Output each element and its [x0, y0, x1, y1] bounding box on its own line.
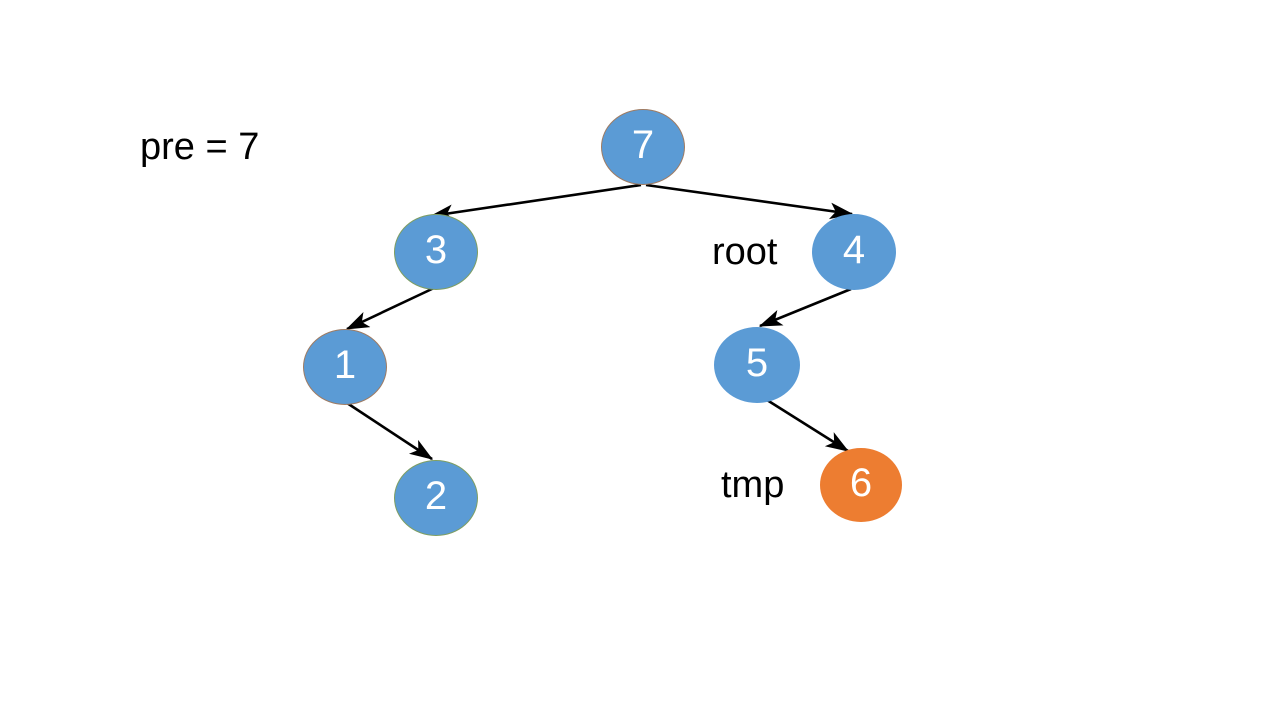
tree-node-6[interactable]: 6	[820, 448, 902, 522]
tree-edges	[345, 183, 854, 461]
tree-node-label: 5	[745, 341, 769, 385]
tree-node-label: 4	[842, 228, 866, 272]
tree-node-1[interactable]: 1	[303, 329, 387, 405]
tree-edge-5-to-6	[766, 398, 850, 453]
tmp-label: tmp	[721, 464, 785, 506]
tree-node-7[interactable]: 7	[601, 109, 685, 185]
pre-label: pre = 7	[140, 126, 260, 168]
tree-edge-1-to-2	[346, 401, 434, 461]
tree-node-label: 3	[424, 228, 448, 272]
tree-edge-7-to-4	[645, 183, 854, 220]
tree-edge-7-to-3	[429, 183, 642, 222]
tree-node-label: 1	[333, 343, 357, 387]
tree-node-2[interactable]: 2	[394, 460, 478, 536]
tree-edge-3-to-1	[345, 286, 435, 331]
tree-node-label: 2	[424, 474, 448, 518]
tree-node-4[interactable]: 4	[812, 214, 896, 290]
tree-node-label: 6	[849, 461, 873, 505]
tree-node-label: 7	[631, 123, 655, 167]
tree-node-5[interactable]: 5	[714, 327, 800, 403]
tree-edge-4-to-5	[758, 287, 852, 328]
root-label: root	[712, 231, 778, 273]
tree-node-3[interactable]: 3	[394, 214, 478, 290]
